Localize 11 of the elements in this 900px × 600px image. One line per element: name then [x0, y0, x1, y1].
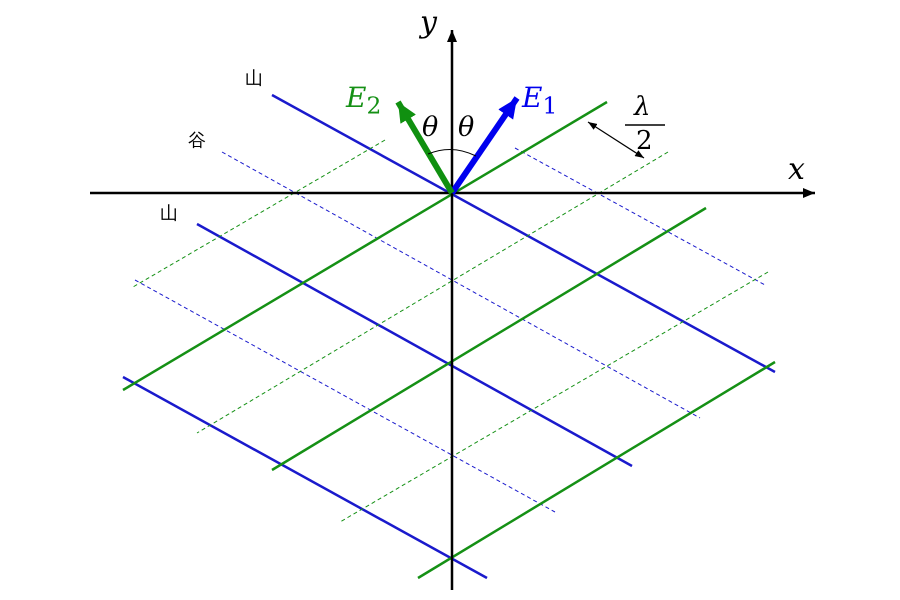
crest-label: 山 — [245, 70, 263, 88]
vector-label: E$_{2}$ — [346, 84, 382, 118]
crest-label: 山 — [160, 205, 178, 223]
wavelength-label: 2 — [636, 128, 653, 154]
wavelength-label: λ — [634, 94, 650, 120]
angle-label: θ — [422, 114, 438, 141]
axis-label: x — [788, 155, 805, 185]
axis-label: y — [420, 8, 437, 38]
angle-label: θ — [458, 114, 474, 141]
vector-label: E$_{1}$ — [522, 84, 558, 118]
trough-label: 谷 — [188, 132, 206, 150]
